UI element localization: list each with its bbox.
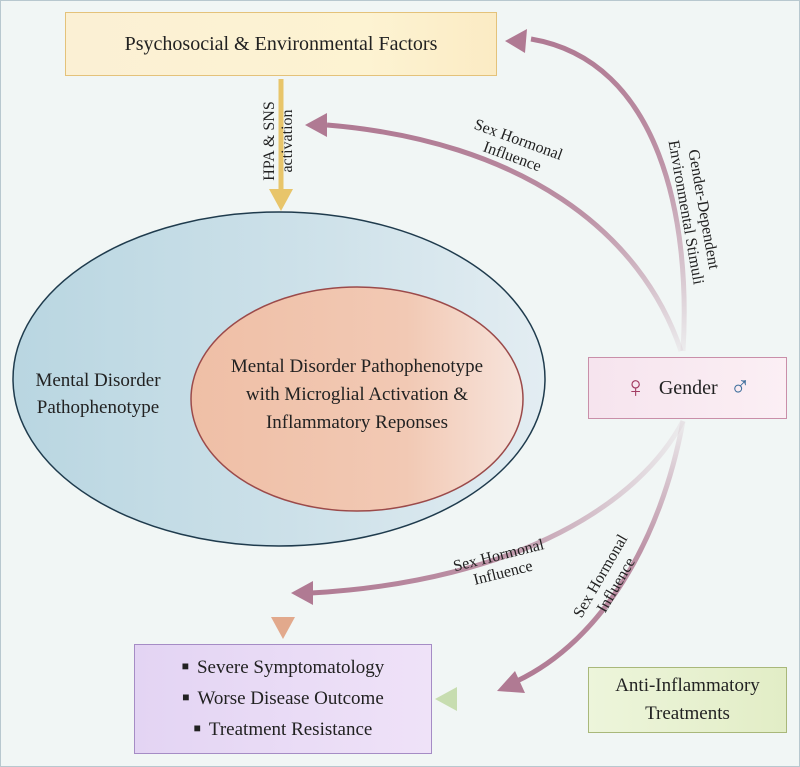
outer-ellipse-label: Mental Disorder Pathophenotype: [23, 367, 173, 421]
male-symbol-icon: ♂: [729, 372, 751, 403]
inner-ellipse-line-2: with Microglial Activation &: [245, 384, 469, 405]
outcome-item: ■Treatment Resistance: [193, 718, 373, 740]
psychosocial-factors-label: Psychosocial & Environmental Factors: [124, 32, 438, 55]
gender-to-hpa-arrow: [305, 113, 684, 352]
anti-inflammatory-box: Anti-Inflammatory Treatments: [588, 667, 787, 733]
outcome-item: ■Worse Disease Outcome: [182, 687, 384, 709]
anti-inflammatory-arrow: [435, 687, 581, 711]
inner-ellipse-line-1: Mental Disorder Pathophenotype: [230, 356, 484, 377]
inner-ellipse: [190, 286, 524, 512]
inner-ellipse-line-3: Inflammatory Reponses: [265, 412, 449, 433]
outcome-item: ■Severe Symptomatology: [181, 656, 385, 678]
gender-to-pathophenotype-arrow: [291, 419, 686, 605]
gender-to-outcome-arrow: [497, 420, 686, 693]
outcomes-box: ■Severe Symptomatology ■Worse Disease Ou…: [134, 644, 432, 754]
gender-box: ♀ Gender ♂: [588, 357, 787, 419]
outer-ellipse-line-1: Mental Disorder: [35, 370, 161, 391]
outer-ellipse-line-2: Pathophenotype: [36, 397, 160, 418]
psychosocial-factors-box: Psychosocial & Environmental Factors: [65, 12, 497, 76]
anti-inflammatory-line-2: Treatments: [645, 703, 730, 724]
hpa-arrow: [269, 79, 293, 211]
inner-ellipse-label: Mental Disorder Pathophenotype with Micr…: [197, 353, 517, 437]
female-symbol-icon: ♀: [624, 371, 647, 404]
gender-to-psychosocial-arrow: [505, 29, 687, 352]
pathophenotype-to-outcome-arrow: [271, 511, 295, 639]
hpa-sns-label: HPA & SNS activation: [261, 101, 296, 181]
gender-label: Gender: [658, 376, 718, 399]
anti-inflammatory-line-1: Anti-Inflammatory: [615, 675, 760, 696]
